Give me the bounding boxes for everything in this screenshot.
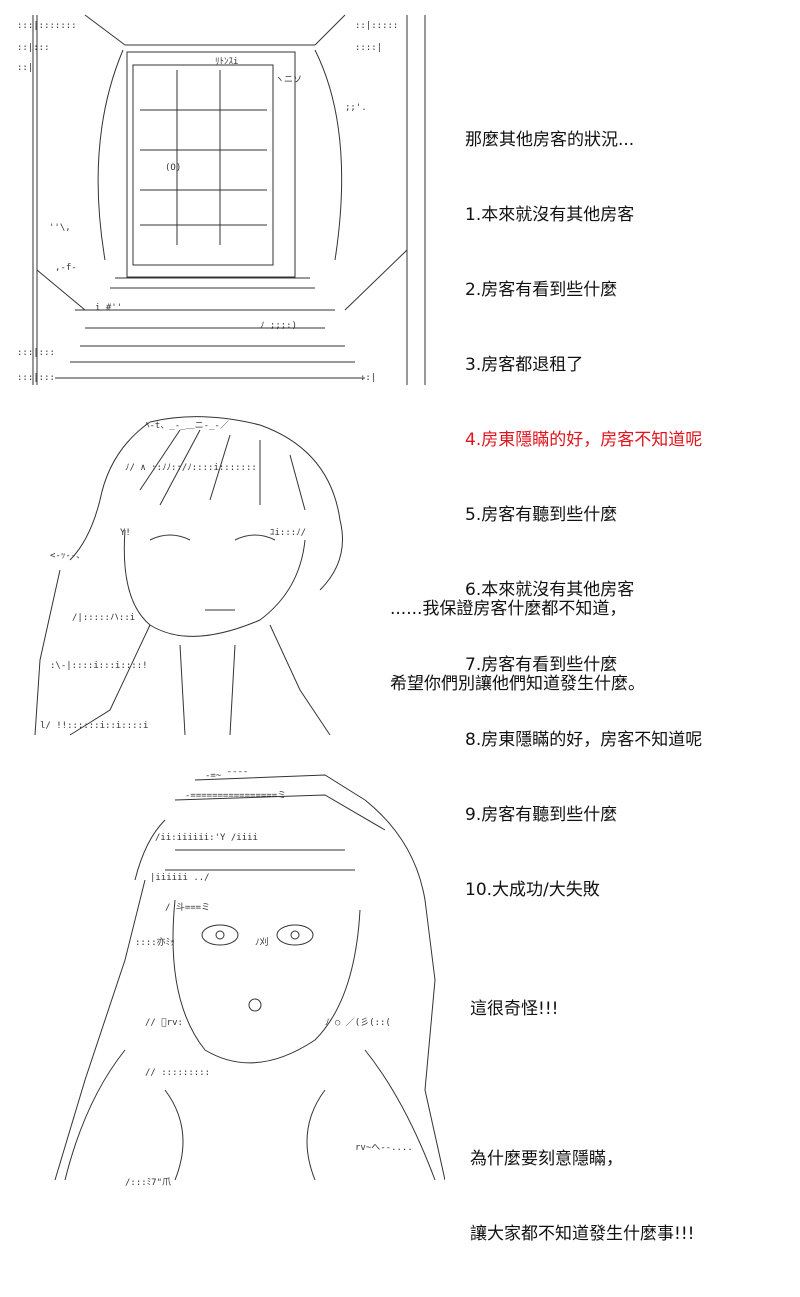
svg-text:ﾉ ;;;:): ﾉ ;;;:) [260, 321, 297, 331]
list-line: 3.房客都退租了 [465, 355, 584, 375]
list-line: 8.房東隱瞞的好，房客不知道呢 [465, 730, 703, 750]
ascii-art-character-calm: ﾍ-t、_-_＿ニ-_-／ ﾉ/ ∧ ::ﾉﾉ::/ﾉ::::i::::::: … [30, 410, 370, 740]
svg-text:::|: ::| [360, 373, 376, 383]
svg-text:|iiiiii ../: |iiiiii ../ [150, 873, 210, 883]
svg-text:-================ミ: -================ミ [185, 791, 286, 801]
list-line: 2.房客有看到些什麼 [465, 280, 618, 300]
svg-text:::::亦ﾐｯ: ::::亦ﾐｯ [135, 936, 175, 948]
svg-text:i #'': i #'' [95, 303, 122, 313]
svg-text::::|:::: :::|::: [17, 373, 55, 383]
svg-text:// :::::::::: // ::::::::: [145, 1068, 210, 1078]
ascii-art-room-window: :::|::::::: ::|::: ::| ::|::::: ::::| ﾘﾄ… [15, 10, 445, 390]
list-line: 1.本來就沒有其他房客 [465, 205, 635, 225]
dialogue-text-panel3: 這很奇怪!!! 為什麼要刻意隱瞞， 讓大家都不知道發生什麼事!!! [470, 947, 694, 1297]
list-line: 5.房客有聽到些什麼 [465, 505, 618, 525]
svg-text:,-f-: ,-f- [55, 263, 77, 273]
panel-character-calm: ﾍ-t、_-_＿ニ-_-／ ﾉ/ ∧ ::ﾉﾉ::/ﾉ::::i::::::: … [0, 395, 800, 755]
svg-text:::|: ::| [17, 63, 33, 73]
svg-text:ヽニソ: ヽニソ [275, 75, 302, 85]
list-line: 6.本來就沒有其他房客 [465, 580, 635, 600]
svg-text::::|:::: :::|::: [17, 348, 55, 358]
svg-text::\-|::::i:::i::::!: :\-|::::i:::i::::! [50, 661, 148, 671]
svg-text:ﾉ刈: ﾉ刈 [255, 936, 269, 948]
svg-text:::::|: ::::| [355, 43, 382, 53]
dialogue-line: 這很奇怪!!! [470, 999, 559, 1019]
svg-text:::|:::: ::|::: [17, 43, 50, 53]
character-surprised-drawing: -=~ ̄ ̄ ̄ ̄ -================ミ /ii:iiiii… [54, 771, 445, 1188]
list-line: 7.房客有看到些什麼 [465, 655, 618, 675]
dialogue-line: 希望你們別讓他們知道發生什麼。 [390, 674, 645, 694]
svg-text:rv~へ--....: rv~へ--.... [355, 1143, 413, 1153]
svg-text:ﾕi:::ﾉ/: ﾕi:::ﾉ/ [270, 528, 306, 538]
svg-text:/:::ﾐ7"爪: /:::ﾐ7"爪 [125, 1177, 171, 1188]
svg-text:ﾍ-t、_-_＿ニ-_-／: ﾍ-t、_-_＿ニ-_-／ [145, 420, 229, 431]
panel-room-window: :::|::::::: ::|::: ::| ::|::::: ::::| ﾘﾄ… [0, 0, 800, 900]
ascii-art-character-surprised: -=~ ̄ ̄ ̄ ̄ -================ミ /ii:iiiii… [25, 760, 445, 1190]
list-line-highlighted: 4.房東隱瞞的好，房客不知道呢 [465, 430, 703, 450]
dialogue-text-panel2: ......我保證房客什麼都不知道， 希望你們別讓他們知道發生什麼。 [390, 547, 645, 747]
svg-text:::|:::::: ::|::::: [355, 21, 398, 31]
svg-text:// ﾟrv:: // ﾟrv: [145, 1018, 183, 1028]
character-calm-drawing: ﾍ-t、_-_＿ニ-_-／ ﾉ/ ∧ ::ﾉﾉ::/ﾉ::::i::::::: … [34, 416, 343, 736]
svg-text:/|:::::ハ::i: /|:::::ハ::i [72, 613, 135, 623]
svg-text:ﾘﾄﾝｽi: ﾘﾄﾝｽi [215, 57, 238, 67]
svg-text:;;'.: ;;'. [345, 103, 367, 113]
svg-text:ﾉ/ ∧ ::ﾉﾉ::/ﾉ::::i:::::::: ﾉ/ ∧ ::ﾉﾉ::/ﾉ::::i::::::: [125, 463, 257, 473]
svg-text::::|:::::::: :::|::::::: [17, 21, 77, 31]
svg-text:/ii:iiiiii:'Y /iiii: /ii:iiiiii:'Y /iiii [155, 833, 258, 843]
list-line: 10.大成功/大失敗 [465, 880, 600, 900]
svg-text:<-ｯ--、: <-ｯ--、 [50, 551, 85, 561]
dialogue-line-blank [470, 1072, 694, 1097]
svg-text:l/ !!::::::i::i::::i: l/ !!::::::i::i::::i [40, 721, 148, 731]
list-line: 9.房客有聽到些什麼 [465, 805, 618, 825]
svg-text:''\,: ''\, [49, 223, 71, 233]
room-window-drawing: :::|::::::: ::|::: ::| ::|::::: ::::| ﾘﾄ… [17, 14, 426, 385]
list-text-panel1: 那麼其他房客的狀況... 1.本來就沒有其他房客 2.房客有看到些什麼 3.房客… [465, 78, 702, 953]
svg-text:/ 斗===ミ: / 斗===ミ [165, 902, 210, 913]
list-line: 那麼其他房客的狀況... [465, 130, 635, 150]
dialogue-line: 讓大家都不知道發生什麼事!!! [470, 1224, 695, 1244]
svg-text:-=~ ̄ ̄ ̄ ̄: -=~ ̄ ̄ ̄ ̄ [205, 771, 248, 781]
dialogue-line: ......我保證房客什麼都不知道， [390, 599, 627, 619]
dialogue-line: 為什麼要刻意隱瞞， [470, 1149, 623, 1169]
svg-text:ﾉ ○ ／(彡(::(: ﾉ ○ ／(彡(::( [325, 1017, 391, 1028]
svg-text:Y!: Y! [120, 528, 131, 538]
panel-character-surprised: -=~ ̄ ̄ ̄ ̄ -================ミ /ii:iiiii… [0, 755, 800, 1244]
svg-text:(O): (O) [165, 163, 181, 173]
